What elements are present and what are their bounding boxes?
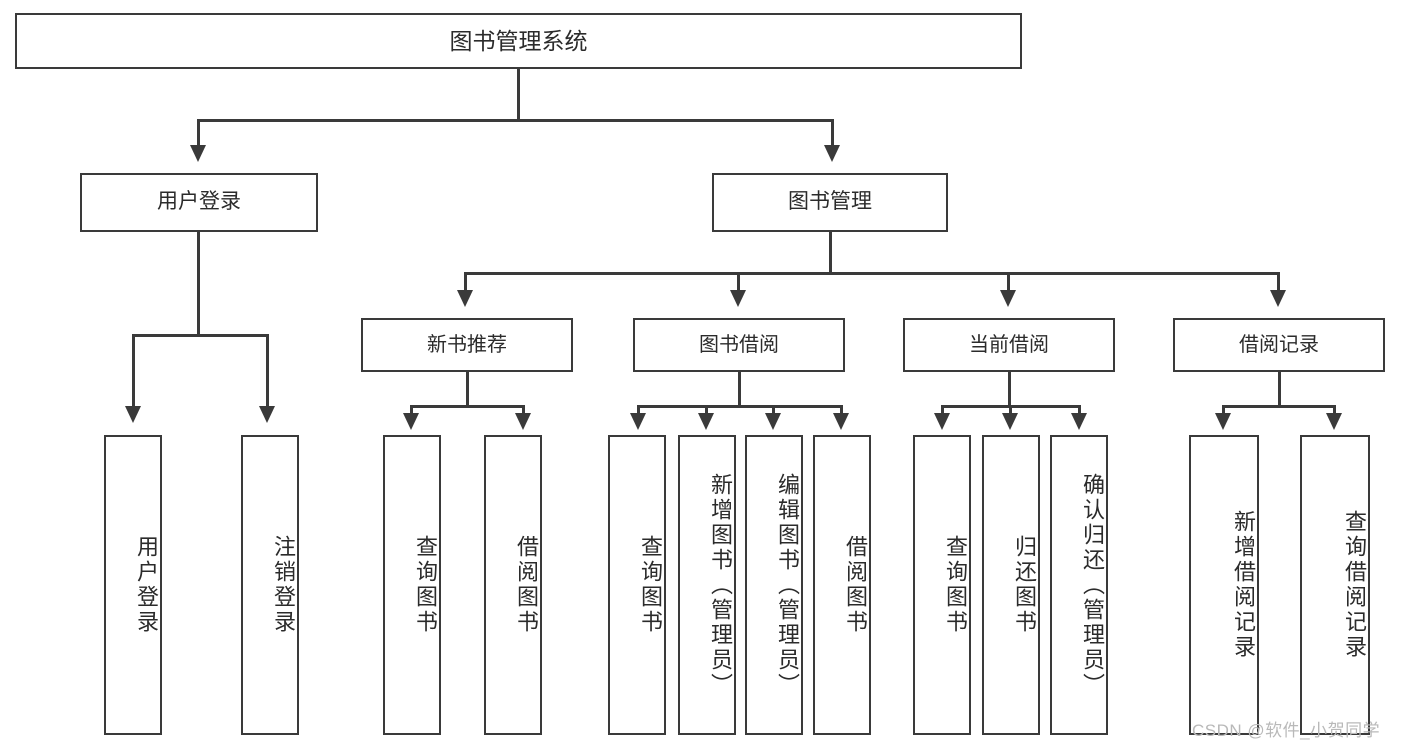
arrowhead-current-borrow — [1000, 290, 1016, 307]
arrowhead-leaf-user-login — [125, 406, 141, 423]
connector-current-borrow-stem — [1008, 372, 1011, 408]
node-label: 借阅图书 — [514, 535, 539, 635]
arrowhead-query-record — [1326, 413, 1342, 430]
connector-current-borrow-c3 — [1078, 405, 1081, 415]
connector-user-login-stem — [197, 232, 200, 336]
node-label: 新书推荐 — [427, 333, 507, 356]
leaf-query-book-recommend[interactable]: 查询图书 — [383, 435, 441, 735]
arrowhead-borrow-book-2 — [833, 413, 849, 430]
arrowhead-return-book — [1002, 413, 1018, 430]
connector-borrow-record-bus — [1222, 405, 1336, 408]
connector-current-borrow-c2 — [1009, 405, 1012, 415]
node-user-login[interactable]: 用户登录 — [80, 173, 318, 232]
connector-book-borrow-bus — [637, 405, 843, 408]
connector-book-borrow-c2 — [705, 405, 708, 415]
watermark-text: CSDN @软件_小贺同学 — [1192, 721, 1381, 740]
connector-to-book-borrow — [737, 272, 740, 292]
node-label: 注销登录 — [271, 535, 296, 635]
leaf-return-book[interactable]: 归还图书 — [982, 435, 1040, 735]
leaf-add-book-admin[interactable]: 新增图书（管理员） — [678, 435, 736, 735]
node-label: 用户登录 — [134, 535, 159, 635]
leaf-borrow-book[interactable]: 借阅图书 — [813, 435, 871, 735]
arrowhead-edit-book — [765, 413, 781, 430]
node-label: 确认归还（管理员） — [1080, 472, 1105, 698]
node-label: 归还图书 — [1012, 535, 1037, 635]
node-current-borrow[interactable]: 当前借阅 — [903, 318, 1115, 372]
arrowhead-add-record — [1215, 413, 1231, 430]
arrowhead-add-book — [698, 413, 714, 430]
arrowhead-query-book-2 — [630, 413, 646, 430]
leaf-add-borrow-record[interactable]: 新增借阅记录 — [1189, 435, 1259, 735]
connector-user-login-right — [266, 334, 269, 408]
arrowhead-query-book-1 — [403, 413, 419, 430]
arrowhead-borrow-book-1 — [515, 413, 531, 430]
connector-book-borrow-c1 — [637, 405, 640, 415]
connector-to-new-book — [464, 272, 467, 292]
node-new-book-recommend[interactable]: 新书推荐 — [361, 318, 573, 372]
connector-user-login-left — [132, 334, 135, 408]
connector-current-borrow-c1 — [941, 405, 944, 415]
connector-book-borrow-c4 — [840, 405, 843, 415]
node-label: 编辑图书（管理员） — [775, 472, 800, 698]
connector-book-manage-bus — [464, 272, 1280, 275]
leaf-query-book-current[interactable]: 查询图书 — [913, 435, 971, 735]
connector-new-book-bus — [410, 405, 525, 408]
node-book-borrow[interactable]: 图书借阅 — [633, 318, 845, 372]
connector-root-stem — [517, 69, 520, 121]
node-label: 借阅图书 — [843, 535, 868, 635]
connector-root-to-user-login — [197, 119, 200, 149]
connector-root-to-book-manage — [831, 119, 834, 149]
arrowhead-new-book — [457, 290, 473, 307]
node-borrow-record[interactable]: 借阅记录 — [1173, 318, 1385, 372]
connector-book-borrow-stem — [738, 372, 741, 408]
connector-root-bus — [197, 119, 834, 122]
connector-user-login-bus — [132, 334, 269, 337]
leaf-query-borrow-record[interactable]: 查询借阅记录 — [1300, 435, 1370, 735]
arrowhead-leaf-logout — [259, 406, 275, 423]
connector-borrow-record-stem — [1278, 372, 1281, 408]
node-label: 图书管理系统 — [449, 27, 588, 54]
connector-borrow-record-c2 — [1333, 405, 1336, 415]
connector-book-borrow-c3 — [772, 405, 775, 415]
node-label: 查询借阅记录 — [1342, 510, 1367, 660]
arrowhead-book-borrow — [730, 290, 746, 307]
arrowhead-confirm-return — [1071, 413, 1087, 430]
node-label: 图书管理 — [788, 190, 872, 214]
arrowhead-borrow-record — [1270, 290, 1286, 307]
leaf-user-login[interactable]: 用户登录 — [104, 435, 162, 735]
node-label: 查询图书 — [638, 535, 663, 635]
leaf-query-book-borrow[interactable]: 查询图书 — [608, 435, 666, 735]
connector-to-current-borrow — [1007, 272, 1010, 292]
connector-new-book-c2 — [522, 405, 525, 415]
arrowhead-book-manage — [824, 145, 840, 162]
node-label: 当前借阅 — [969, 333, 1049, 356]
connector-borrow-record-c1 — [1222, 405, 1225, 415]
node-book-management[interactable]: 图书管理 — [712, 173, 948, 232]
arrowhead-query-book-3 — [934, 413, 950, 430]
leaf-confirm-return-admin[interactable]: 确认归还（管理员） — [1050, 435, 1108, 735]
leaf-logout[interactable]: 注销登录 — [241, 435, 299, 735]
leaf-edit-book-admin[interactable]: 编辑图书（管理员） — [745, 435, 803, 735]
node-label: 借阅记录 — [1239, 333, 1319, 356]
node-label: 新增借阅记录 — [1231, 510, 1256, 660]
node-label: 用户登录 — [157, 190, 241, 214]
leaf-borrow-book-recommend[interactable]: 借阅图书 — [484, 435, 542, 735]
connector-to-borrow-record — [1277, 272, 1280, 292]
arrowhead-user-login — [190, 145, 206, 162]
connector-new-book-c1 — [410, 405, 413, 415]
node-label: 图书借阅 — [699, 333, 779, 356]
node-root-system[interactable]: 图书管理系统 — [15, 13, 1022, 69]
node-label: 新增图书（管理员） — [708, 472, 733, 698]
node-label: 查询图书 — [943, 535, 968, 635]
connector-new-book-stem — [466, 372, 469, 408]
connector-book-manage-stem — [829, 232, 832, 274]
node-label: 查询图书 — [413, 535, 438, 635]
